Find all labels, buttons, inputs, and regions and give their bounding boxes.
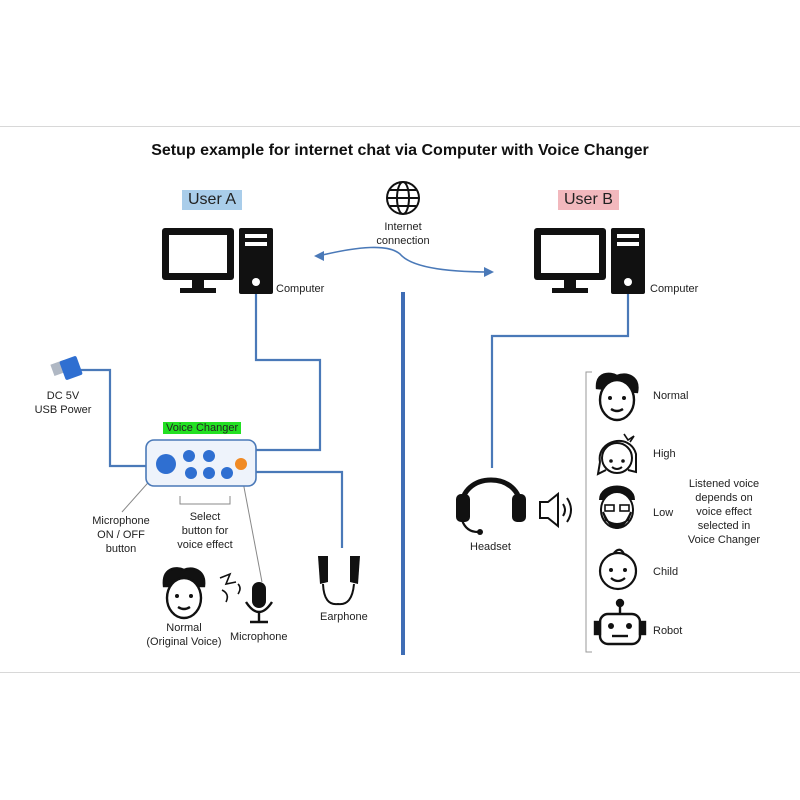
headset-icon [456,477,526,535]
microphone-label: Microphone [230,631,288,643]
mic-onoff-button [156,454,176,474]
computer-a-icon [162,228,273,294]
voice-label-normal: Normal [653,390,689,402]
voice-robot-face-icon [593,598,647,646]
effect-button-4 [203,467,215,479]
arrow-right-icon [484,267,494,277]
speaker-icon [539,491,572,529]
normal-original-line1: Normal [166,622,202,634]
microphone-icon [244,582,274,624]
earphone-icon [318,556,360,606]
bottom-border [0,672,800,673]
globe-icon [386,181,420,215]
mic-button-label-line3: button [105,543,137,555]
speech-icon [219,572,241,603]
note-line4: selected in [697,520,751,532]
note-line3: voice effect [696,506,752,518]
effect-button-5 [221,467,233,479]
note-line1: Listened voice [688,478,760,490]
diagram-title: Setup example for internet chat via Comp… [151,142,649,159]
voice-changer-device [145,439,257,487]
voice-normal-face-icon [595,372,639,422]
computer-b-label: Computer [650,283,699,295]
voice-label-robot: Robot [653,625,683,637]
effect-button-2 [203,450,215,462]
note-line5: Voice Changer [687,534,761,546]
mic-button-label-line2: ON / OFF [97,529,145,541]
note-line2: depends on [695,492,753,504]
top-border [0,126,800,127]
usb-plug-icon [50,356,83,380]
mic-button-label-line1: Microphone [92,515,150,527]
voice-label-child: Child [653,566,679,578]
computer-b-icon [534,228,645,294]
jack-button [235,458,247,470]
voice-changer-label: Voice Changer [163,422,242,434]
man-face-icon [162,567,206,620]
power-label-line2: USB Power [34,404,92,416]
power-label-line1: DC 5V [46,390,80,402]
wire-usb-power [78,368,146,468]
wire-computer-a-to-vc [254,294,322,452]
internet-link-line [317,246,491,273]
voice-child-face-icon [598,548,638,591]
voices-bracket [585,371,592,653]
select-bracket [179,496,231,505]
effect-button-3 [185,467,197,479]
internet-label-line1: Internet [384,221,422,233]
computer-a-label: Computer [276,283,325,295]
wire-computer-b-to-headset [490,294,630,468]
effect-button-1 [183,450,195,462]
select-label-line3: voice effect [177,539,233,551]
normal-original-line2: (Original Voice) [146,636,222,648]
select-label-line2: button for [181,525,229,537]
headset-label: Headset [470,541,511,553]
internet-label-line2: connection [376,235,430,247]
user-b-label: User B [558,190,619,210]
arrow-left-icon [314,251,324,261]
wires [78,294,630,548]
select-label-line1: Select [189,511,221,523]
voice-label-low: Low [653,507,674,519]
wire-earphone [256,470,344,548]
voice-low-face-icon [599,485,635,529]
voice-high-face-icon [596,433,637,476]
voice-label-high: High [653,448,676,460]
user-a-label: User A [182,190,243,210]
earphone-label: Earphone [320,611,368,623]
